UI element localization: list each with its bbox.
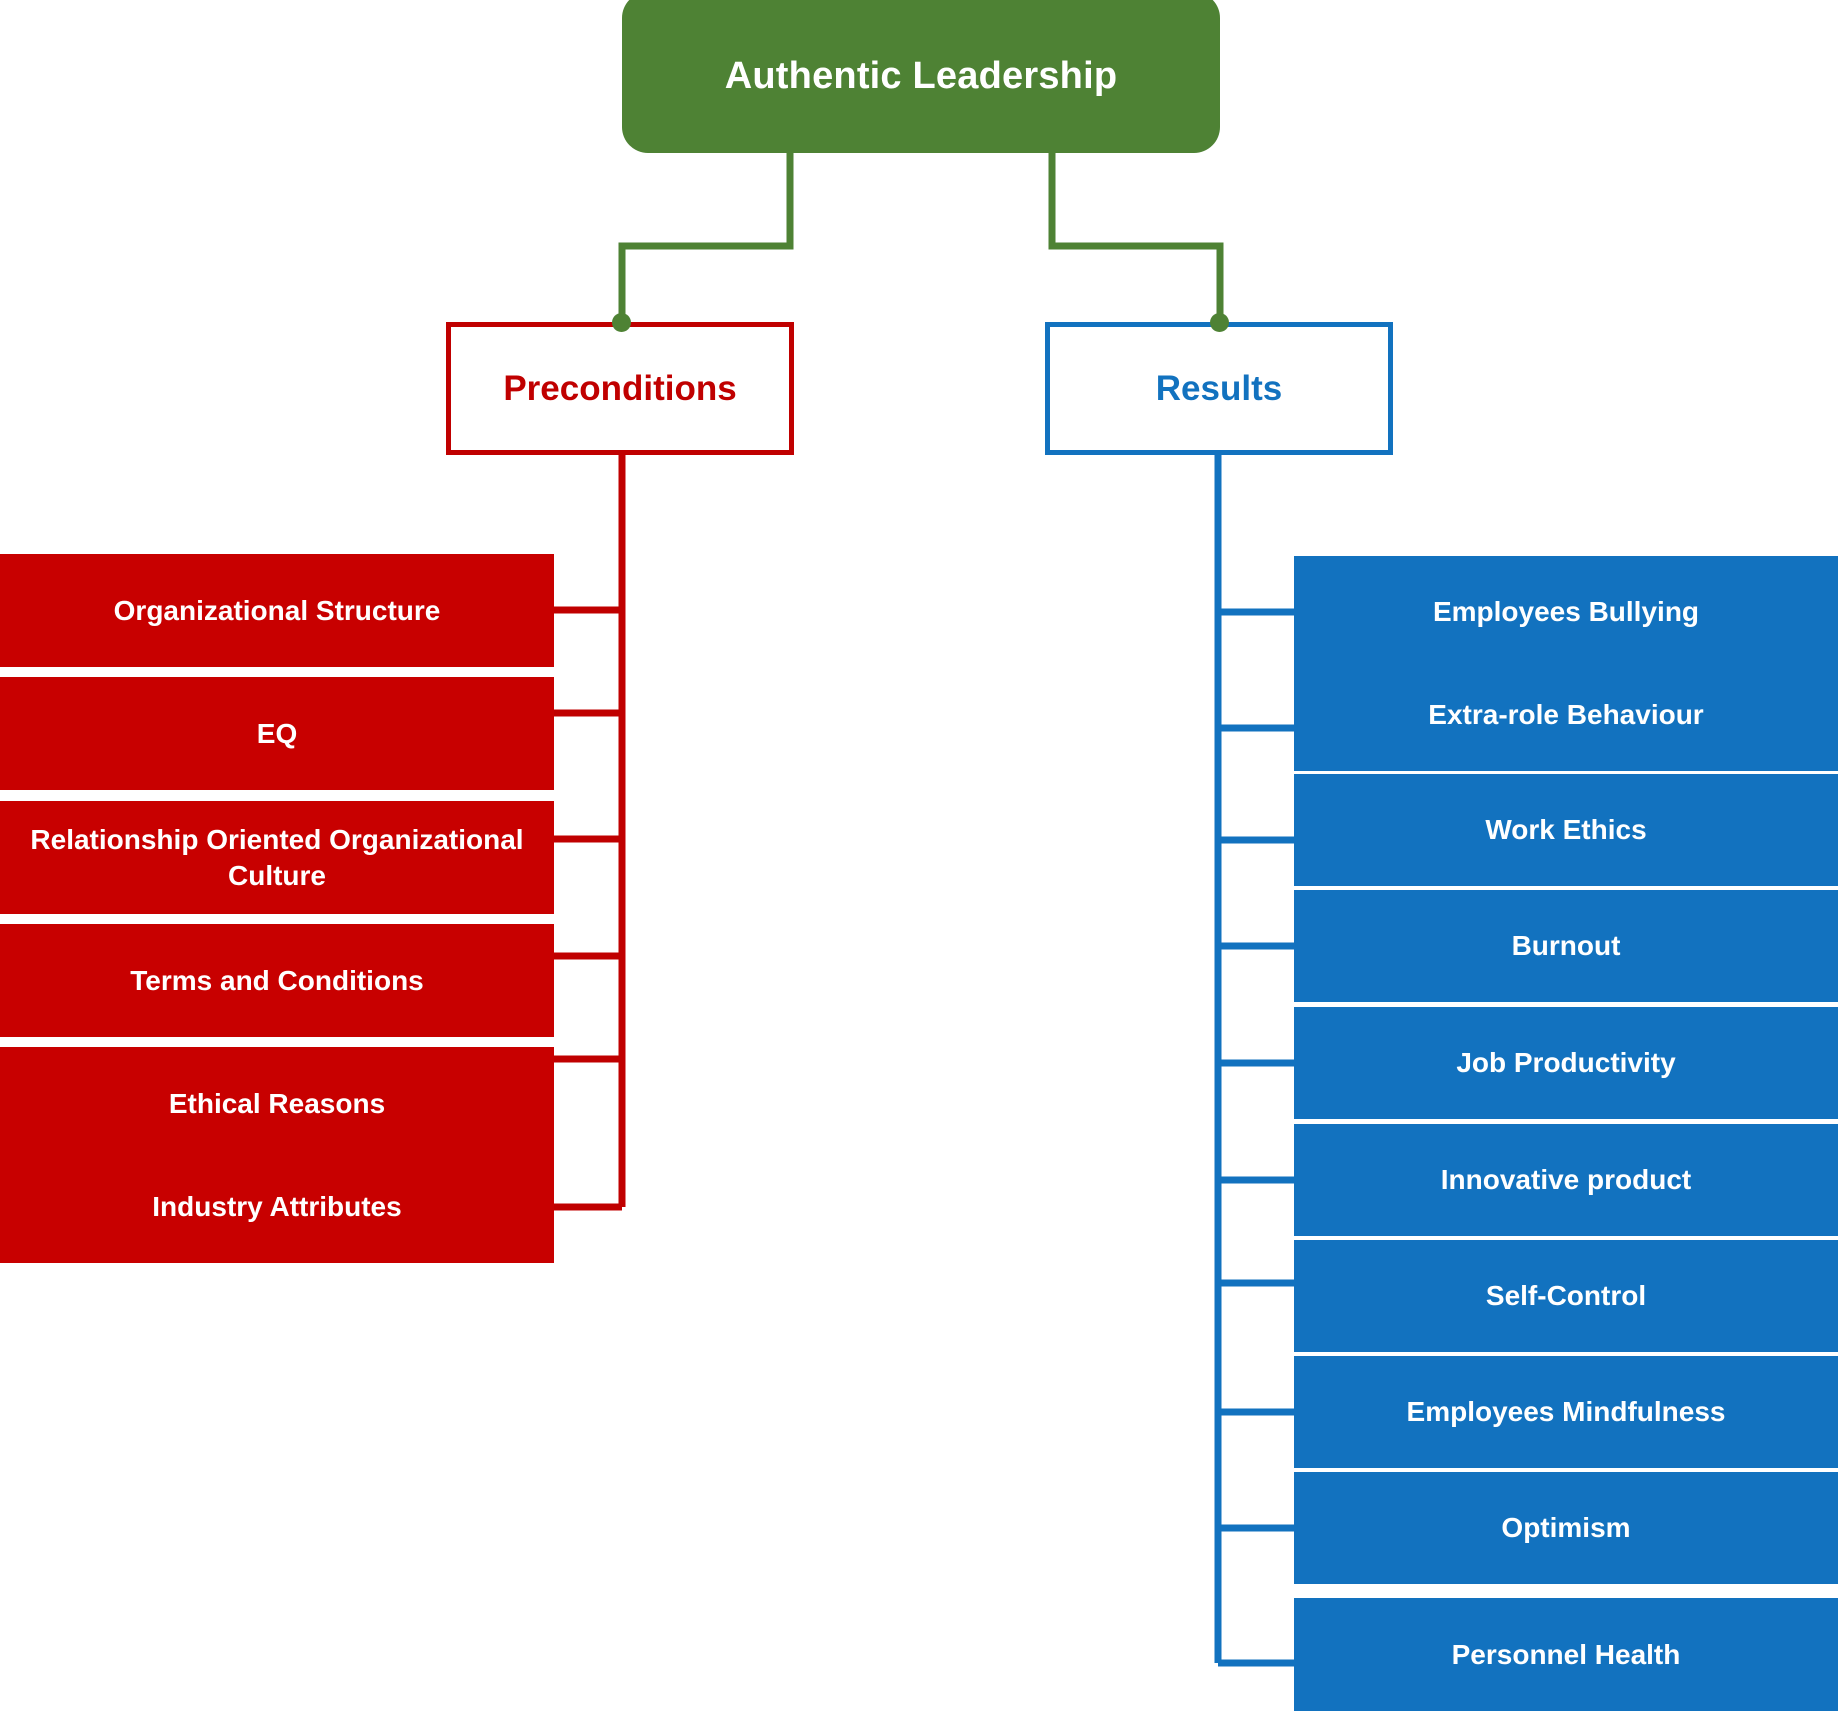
root-node-label: Authentic Leadership [724, 55, 1118, 97]
connector-dot-results [1210, 313, 1229, 332]
leaf-node-label: Relationship Oriented Organizational Cul… [30, 823, 524, 891]
leaf-node-terms-and-conditions[interactable]: Terms and Conditions [0, 924, 554, 1037]
leaf-node-label: EQ [256, 717, 298, 749]
leaf-node-label: Ethical Reasons [168, 1087, 386, 1119]
leaf-node-label: Job Productivity [1456, 1047, 1676, 1079]
leaf-node-label: Extra-role Behaviour [1428, 699, 1704, 731]
branch-node-preconditions[interactable]: Preconditions [446, 322, 794, 455]
leaf-node-organizational-structure[interactable]: Organizational Structure [0, 554, 554, 667]
leaf-node-job-productivity[interactable]: Job Productivity [1294, 1007, 1838, 1119]
leaf-node-employees-bullying[interactable]: Employees Bullying [1294, 556, 1838, 668]
leaf-node-label: Terms and Conditions [130, 964, 424, 996]
leaf-node-label: Personnel Health [1451, 1638, 1681, 1670]
leaf-node-label: Burnout [1511, 930, 1621, 962]
branch-node-results-label: Results [1155, 368, 1283, 408]
root-node-authentic-leadership[interactable]: Authentic Leadership [622, 0, 1220, 153]
leaf-node-optimism[interactable]: Optimism [1294, 1472, 1838, 1584]
leaf-node-label: Industry Attributes [152, 1190, 402, 1222]
leaf-node-innovative-product[interactable]: Innovative product [1294, 1124, 1838, 1236]
leaf-node-label: Self-Control [1485, 1280, 1647, 1312]
leaf-node-label: Work Ethics [1485, 814, 1647, 846]
leaf-node-label: Innovative product [1440, 1164, 1692, 1196]
leaf-node-eq[interactable]: EQ [0, 677, 554, 790]
leaf-node-work-ethics[interactable]: Work Ethics [1294, 774, 1838, 886]
leaf-node-personnel-health[interactable]: Personnel Health [1294, 1598, 1838, 1711]
branch-node-preconditions-label: Preconditions [503, 368, 737, 408]
leaf-node-label: Employees Bullying [1432, 596, 1700, 628]
connector-dot-preconditions [612, 313, 631, 332]
leaf-node-label: Employees Mindfulness [1406, 1396, 1726, 1428]
leaf-node-extra-role-behaviour[interactable]: Extra-role Behaviour [1294, 659, 1838, 771]
results-connector-group [1214, 455, 1294, 1667]
leaf-node-label: Optimism [1501, 1512, 1631, 1544]
root-connector-group [618, 152, 1224, 322]
leaf-node-self-control[interactable]: Self-Control [1294, 1240, 1838, 1352]
leaf-node-employees-mindfulness[interactable]: Employees Mindfulness [1294, 1356, 1838, 1468]
preconditions-connector-group [548, 455, 626, 1211]
root-to-preconditions-line [618, 152, 794, 322]
leaf-node-ethical-reasons[interactable]: Ethical Reasons [0, 1047, 554, 1160]
leaf-node-industry-attributes[interactable]: Industry Attributes [0, 1150, 554, 1263]
branch-node-results[interactable]: Results [1045, 322, 1393, 455]
leaf-node-label: Organizational Structure [113, 594, 441, 626]
root-to-results-line [1048, 152, 1224, 322]
leaf-node-relationship-oriented-organizational-culture[interactable]: Relationship Oriented Organizational Cul… [0, 801, 554, 914]
leaf-node-burnout[interactable]: Burnout [1294, 890, 1838, 1002]
